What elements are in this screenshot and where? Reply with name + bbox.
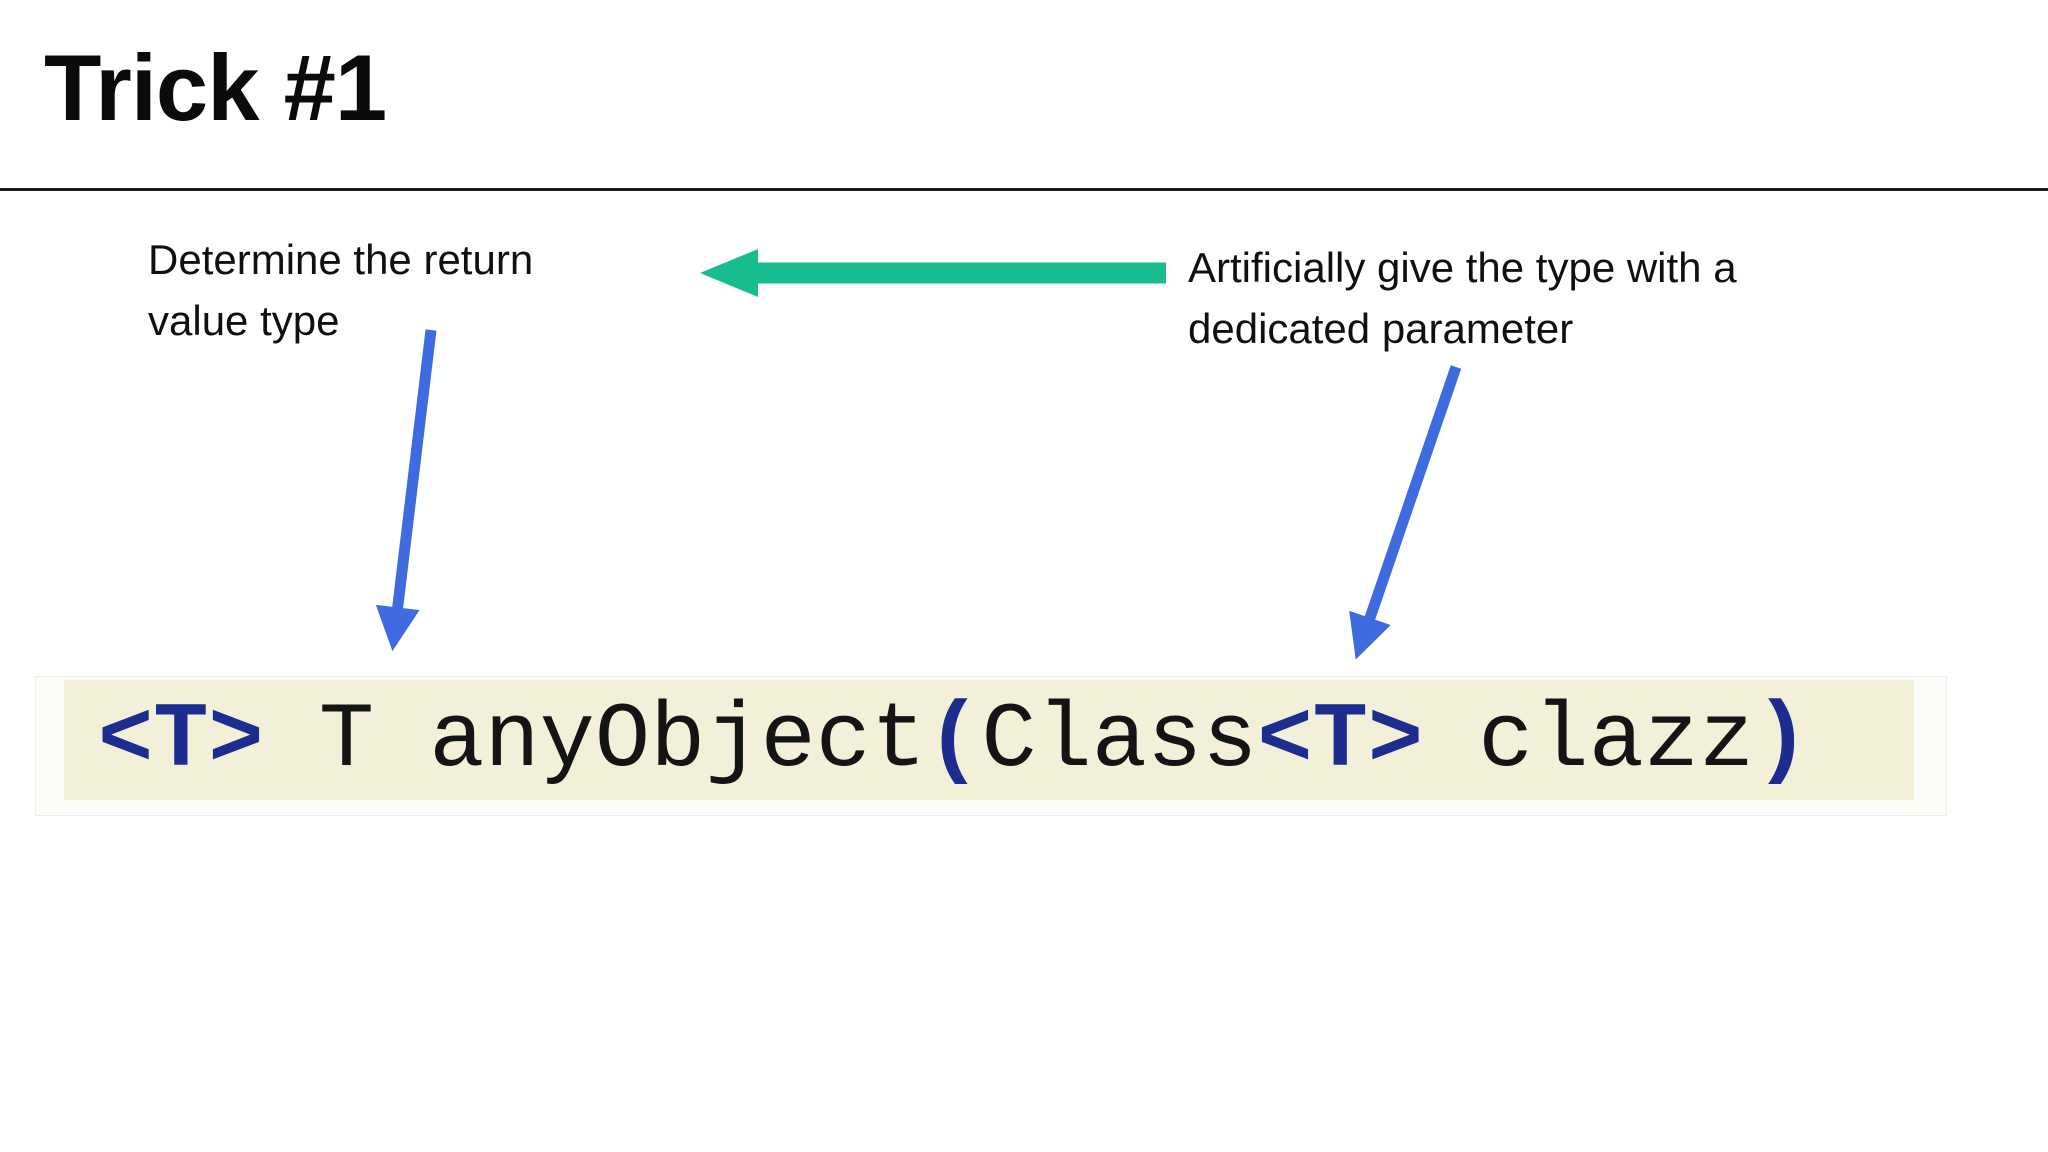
code-segment: <T> — [1257, 687, 1424, 793]
blue-down-arrow-right-icon — [1349, 365, 1462, 660]
code-segment: clazz — [1423, 687, 1755, 793]
code-block: <T> T anyObject(Class<T> clazz) — [64, 680, 1914, 800]
blue-down-arrow-left-icon — [375, 329, 437, 652]
code-segment: ) — [1754, 687, 1810, 793]
code-panel: <T> T anyObject(Class<T> clazz) — [35, 676, 1947, 816]
code-segment: T anyObject — [263, 687, 927, 793]
code-segment: ( — [926, 687, 982, 793]
code-segment: <T> — [98, 687, 264, 793]
code-segment: Class — [981, 687, 1258, 793]
right-annotation: Artificially give the type with a dedica… — [1188, 244, 1737, 352]
left-annotation: Determine the return value type — [148, 236, 534, 344]
slide-title: Trick #1 — [44, 35, 387, 140]
title-divider — [0, 188, 2048, 191]
green-left-arrow-icon — [700, 249, 1166, 297]
code-line: <T> T anyObject(Class<T> clazz) — [98, 688, 1810, 793]
